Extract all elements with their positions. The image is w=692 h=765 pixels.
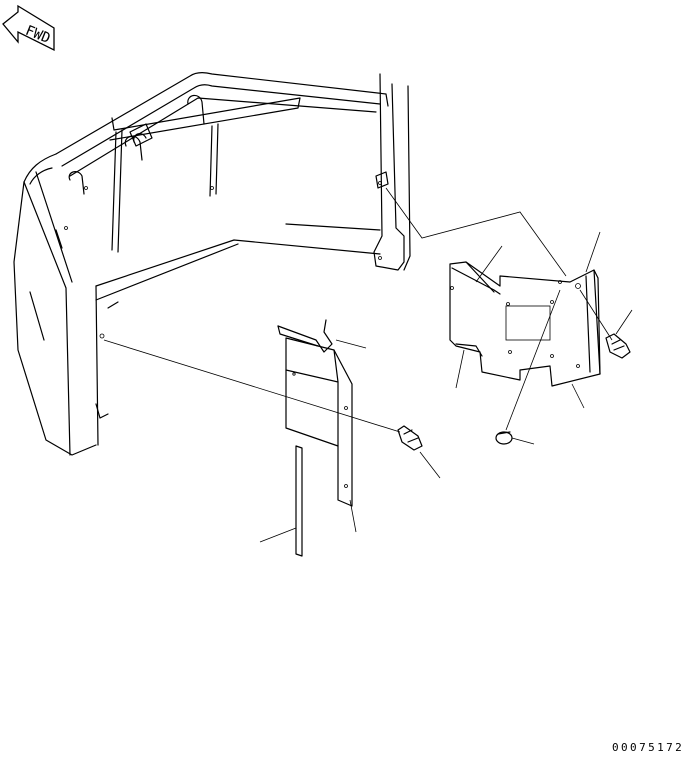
bolt-upper (605, 333, 631, 359)
cab-frame-shell (13, 72, 411, 456)
seal-strip-lower (295, 445, 303, 557)
seal-strip-upper (451, 267, 501, 357)
drawing-number: 00075172 (612, 741, 684, 754)
bolt-center (397, 425, 423, 451)
right-side-cover-plate (449, 261, 601, 387)
center-cover-plate (277, 319, 353, 507)
fwd-arrow-icon: FWD (2, 4, 55, 52)
leader-lines (103, 187, 633, 543)
clip-grommet (495, 431, 513, 445)
